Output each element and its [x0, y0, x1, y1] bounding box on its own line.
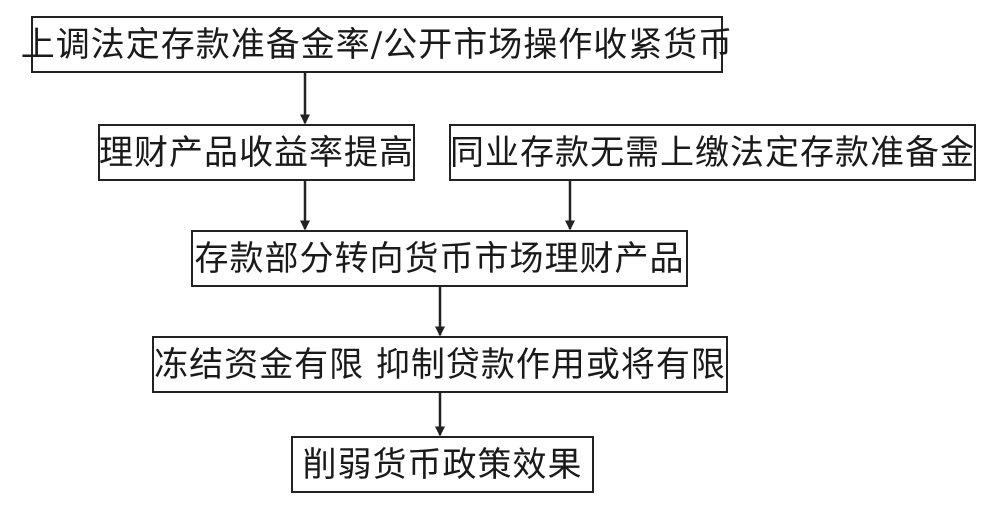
node-deposit-shift: 存款部分转向货币市场理财产品	[191, 230, 688, 287]
node-interbank: 同业存款无需上缴法定存款准备金	[449, 124, 976, 181]
node-wmp-yield: 理财产品收益率提高	[98, 124, 415, 181]
node-weaken-policy: 削弱货币政策效果	[291, 436, 594, 493]
node-limited-freeze: 冻结资金有限 抑制贷款作用或将有限	[152, 336, 728, 393]
node-raise-reserve: 上调法定存款准备金率/公开市场操作收紧货币	[21, 16, 732, 73]
